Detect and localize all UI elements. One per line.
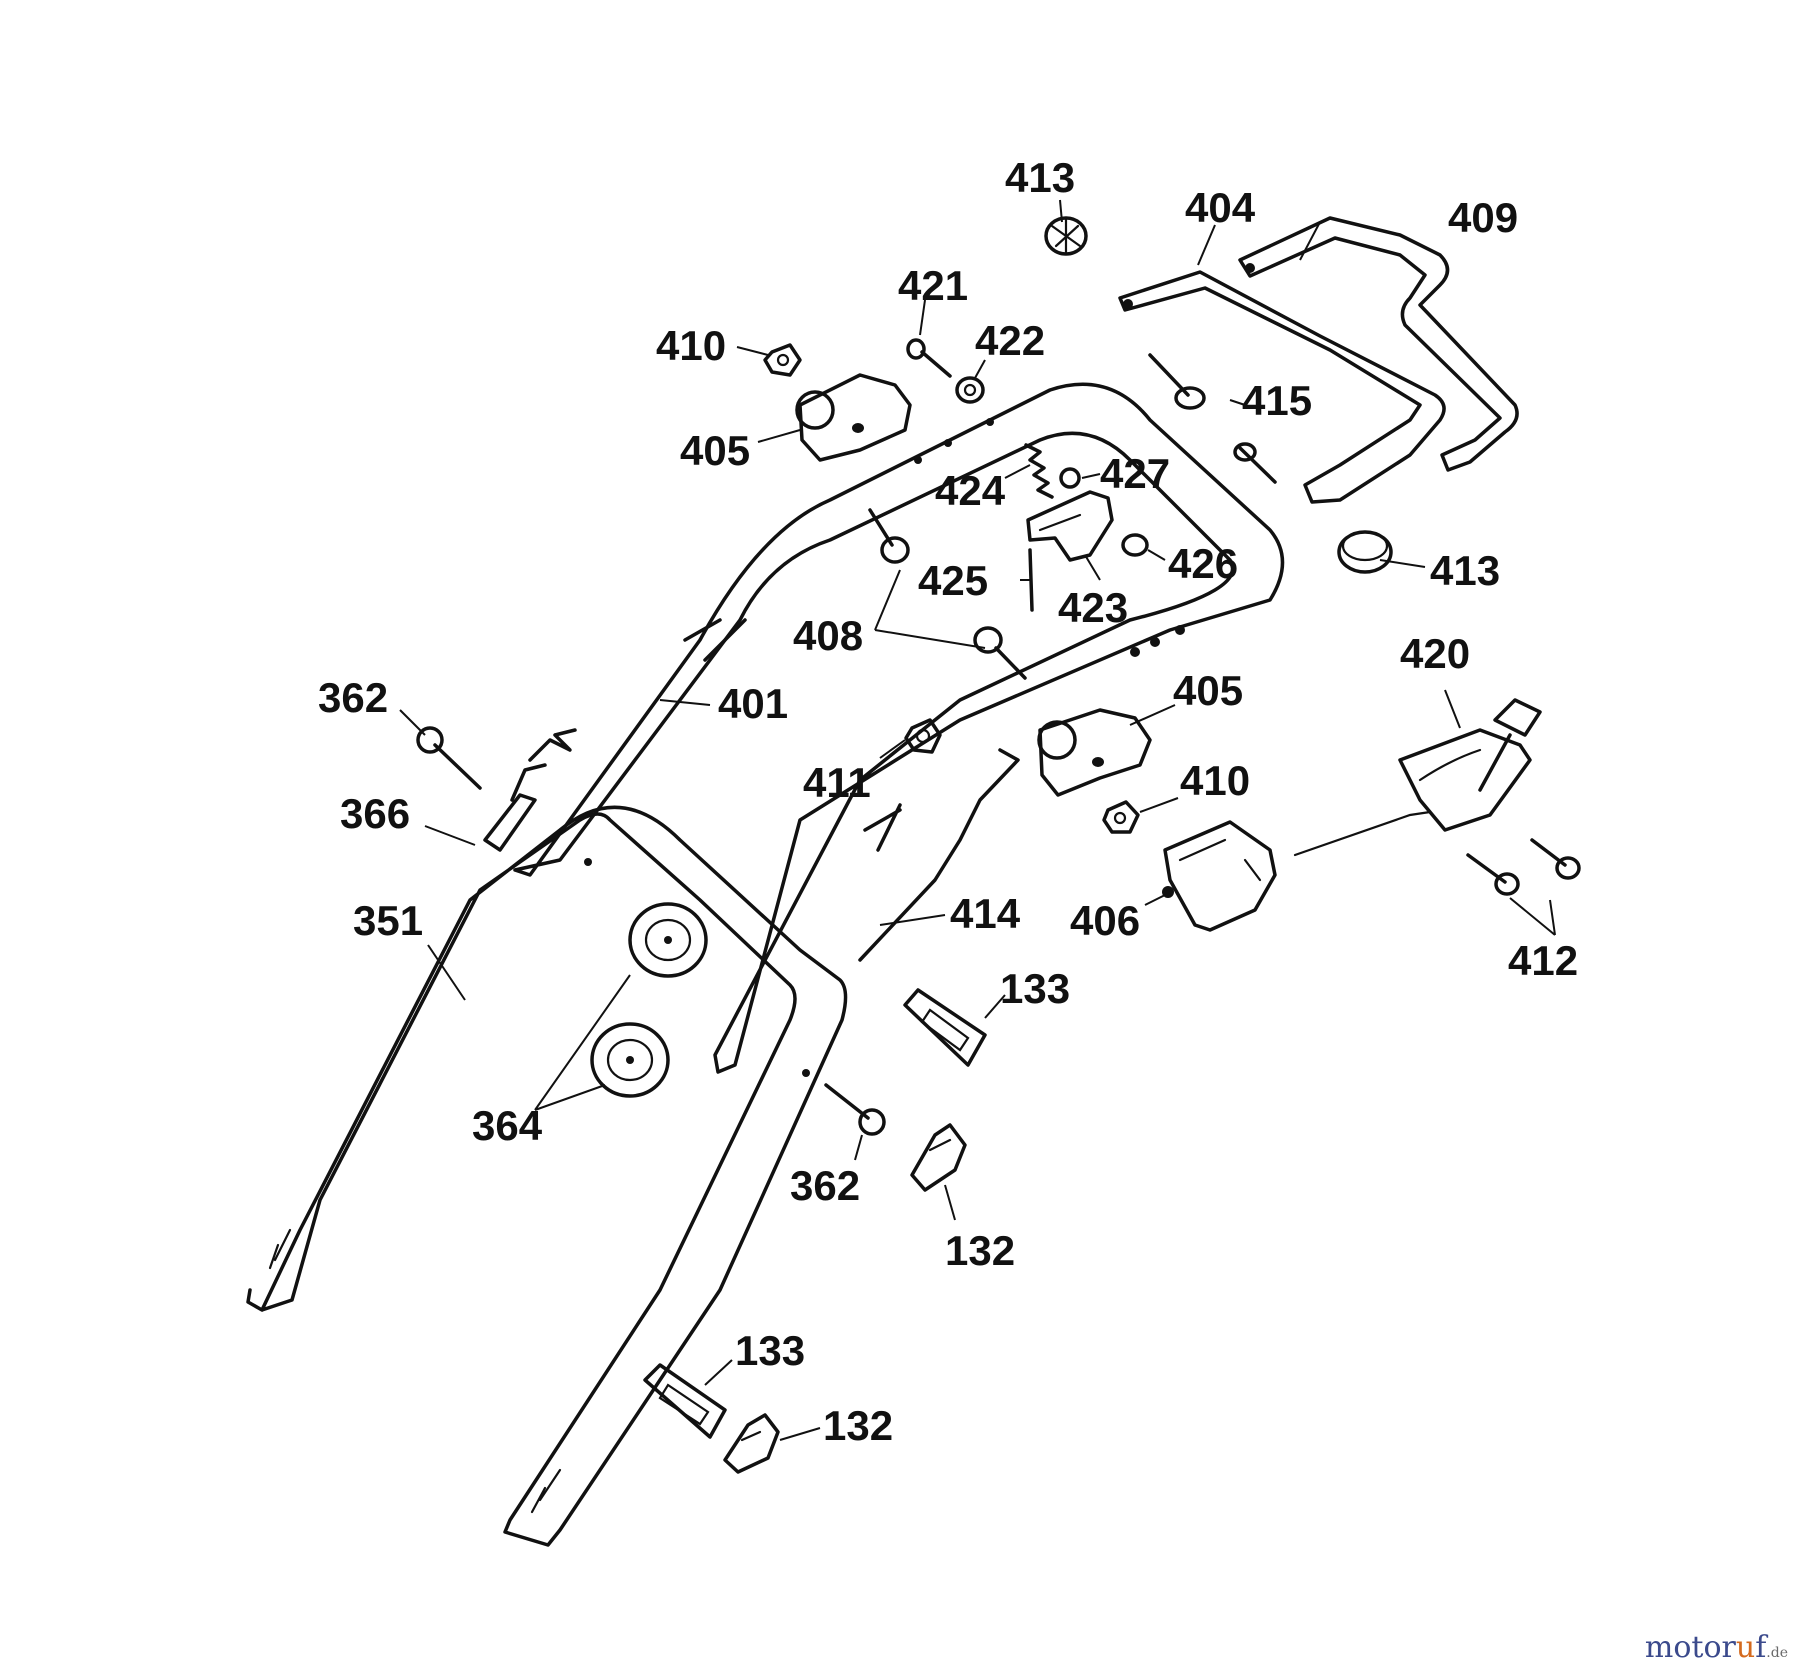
label-427: 427	[1100, 450, 1170, 497]
screw-408-b	[973, 626, 1027, 680]
label-424: 424	[935, 467, 1006, 514]
label-413-top: 413	[1005, 154, 1075, 201]
pin-425	[1028, 548, 1034, 612]
clamp-405-top	[795, 373, 912, 462]
label-426: 426	[1168, 540, 1238, 587]
cap-426	[1121, 533, 1149, 557]
label-423: 423	[1058, 584, 1128, 631]
knob-364-b	[590, 1022, 670, 1098]
bracket-132-top	[910, 1123, 967, 1192]
washer-422	[955, 376, 985, 404]
star-washer-413	[1044, 216, 1088, 256]
upper-handle-401	[513, 382, 1285, 1074]
label-406: 406	[1070, 897, 1140, 944]
tag-133-bottom	[643, 1363, 727, 1439]
throttle-lever-420	[1398, 698, 1542, 832]
label-133-bottom: 133	[735, 1327, 805, 1374]
watermark-tld: .de	[1766, 1645, 1788, 1661]
label-408: 408	[793, 612, 863, 659]
spring-424	[1024, 443, 1054, 499]
watermark-accent: u	[1735, 1630, 1756, 1665]
watermark-logo: motoruf.de	[1645, 1630, 1788, 1665]
bracket-132-bottom	[723, 1413, 780, 1474]
label-413-bottom: 413	[1430, 547, 1500, 594]
clamp-405-bottom	[1037, 708, 1152, 797]
knob-364-a	[628, 902, 708, 978]
washer-427	[1059, 467, 1081, 489]
bracket-423	[1026, 490, 1114, 562]
clip-366	[483, 728, 577, 852]
label-414: 414	[950, 890, 1021, 937]
bolt-362-top	[416, 726, 482, 790]
cable-clip-406	[1162, 820, 1277, 932]
tag-133-top	[903, 988, 987, 1067]
label-351: 351	[353, 897, 423, 944]
bolt-362-bottom	[824, 1083, 886, 1136]
bolt-415	[1148, 353, 1277, 484]
label-420: 420	[1400, 630, 1470, 677]
label-422: 422	[975, 317, 1045, 364]
label-415: 415	[1242, 377, 1312, 424]
control-cable-414	[858, 748, 1432, 962]
label-410-top: 410	[656, 322, 726, 369]
label-362-top: 362	[318, 674, 388, 721]
watermark-main: motor	[1644, 1630, 1736, 1665]
label-409: 409	[1448, 194, 1518, 241]
label-366: 366	[340, 790, 410, 837]
screw-412-a	[1466, 853, 1520, 896]
nut-410-top	[763, 343, 802, 377]
label-412: 412	[1508, 937, 1578, 984]
bolt-421	[906, 338, 952, 378]
cap-413	[1337, 530, 1393, 574]
bail-bar-404	[1118, 270, 1446, 504]
label-133-top: 133	[1000, 965, 1070, 1012]
nut-411	[904, 718, 942, 754]
label-401: 401	[718, 680, 788, 727]
label-132-top: 132	[945, 1227, 1015, 1274]
lower-handle-351	[246, 805, 848, 1547]
label-362-bottom: 362	[790, 1162, 860, 1209]
label-411: 411	[803, 759, 871, 806]
screw-412-b	[1530, 838, 1581, 880]
label-364: 364	[472, 1102, 543, 1149]
watermark-rest: f	[1755, 1630, 1767, 1665]
nut-410-bottom	[1102, 800, 1140, 834]
label-132-bottom: 132	[823, 1402, 893, 1449]
bail-bar-409	[1238, 216, 1519, 472]
label-410-bottom: 410	[1180, 757, 1250, 804]
label-405-bottom: 405	[1173, 667, 1243, 714]
label-405-top: 405	[680, 427, 750, 474]
label-404: 404	[1185, 184, 1256, 231]
leader-lines	[399, 199, 1556, 1441]
label-421: 421	[898, 262, 968, 309]
part-labels: 413 404 409 421 410 422 405 415 424 427 …	[318, 154, 1578, 1449]
label-425: 425	[918, 557, 988, 604]
screw-408-a	[868, 508, 910, 564]
